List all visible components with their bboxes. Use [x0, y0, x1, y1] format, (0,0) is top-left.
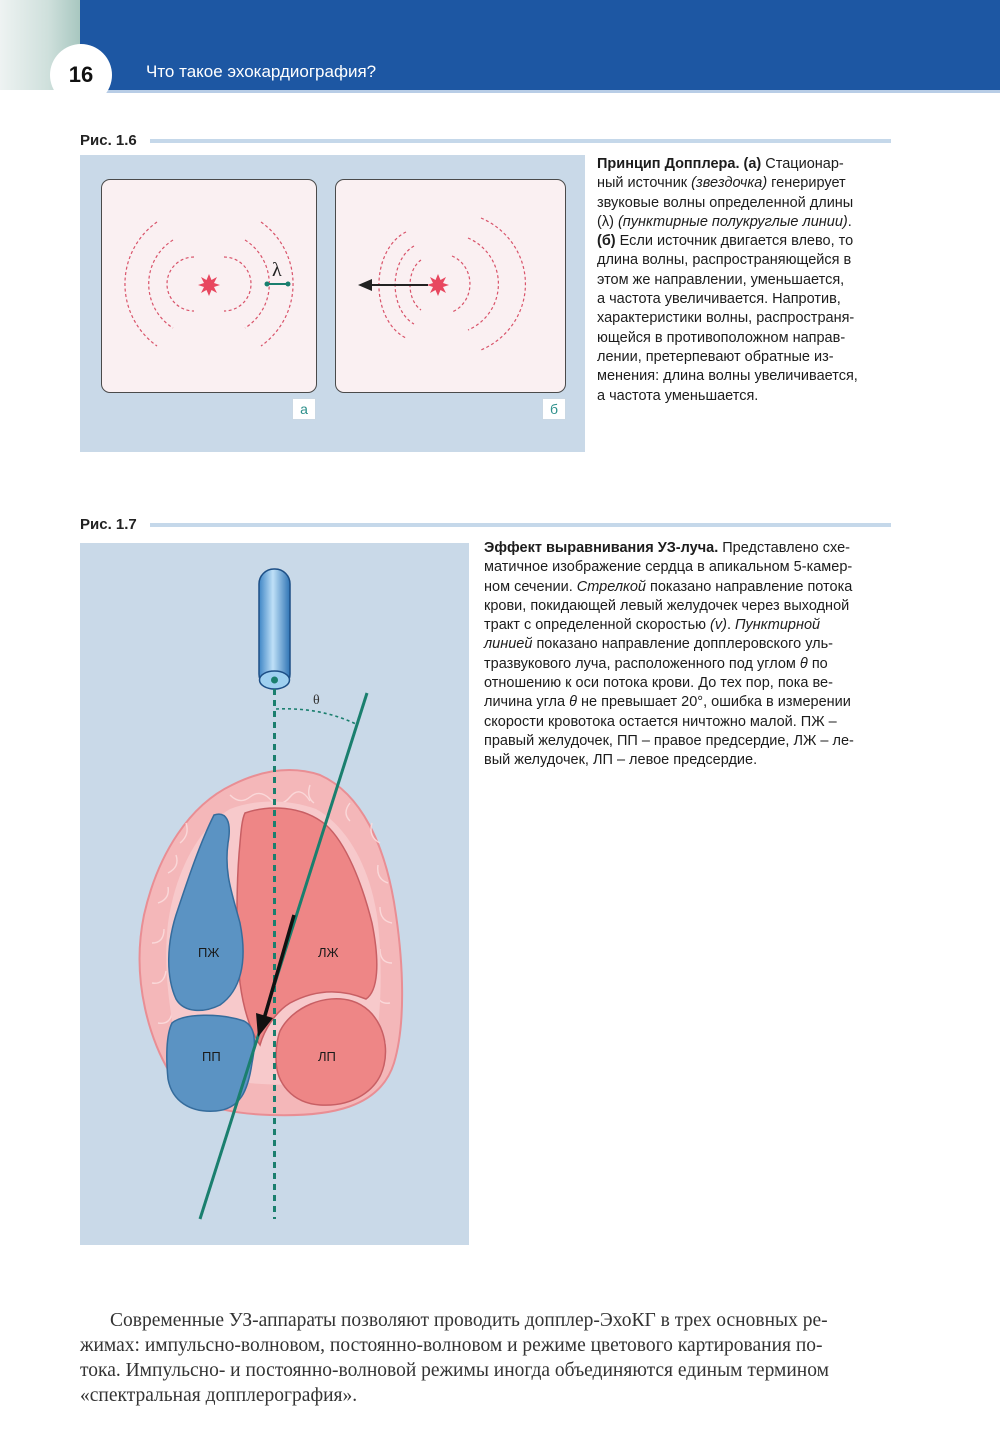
panel-a-stationary-source: λ — [101, 179, 317, 393]
figure-1-6-caption-line: (б) Если источник двигается влево, то — [597, 232, 897, 251]
body-paragraph: Современные УЗ-аппараты позволяют провод… — [80, 1308, 892, 1408]
body-text-line: тока. Импульсно- и постоянно-волновой ре… — [80, 1358, 892, 1383]
figure-1-6-caption-line: а частота увеличивается. Напротив, — [597, 290, 897, 309]
lambda-symbol: λ — [272, 259, 282, 281]
figure-1-6-caption-line: (λ) (пунктирные полукруглые линии). — [597, 213, 897, 232]
figure-1-7-caption-line: линией показано направление допплеровско… — [484, 635, 894, 654]
figure-1-7-caption-line: скорости кровотока остается ничтожно мал… — [484, 713, 894, 732]
figure-1-6-caption-line: звуковые волны определенной длины — [597, 194, 897, 213]
figure-1-7-illustration: ПЖ ЛЖ ПП ЛП θ — [80, 543, 469, 1245]
figure-1-7-rule — [150, 523, 891, 527]
star-source-icon — [427, 274, 449, 296]
figure-1-7-caption-line: вый желудочек, ЛП – левое предсердие. — [484, 751, 894, 770]
figure-1-7-caption-line: ном сечении. Стрелкой показано направлен… — [484, 578, 894, 597]
ra-label: ПП — [202, 1049, 221, 1064]
figure-1-7-caption-line: крови, покидающей левый желудочек через … — [484, 597, 894, 616]
panel-b-waves — [336, 180, 565, 392]
figure-1-6-caption: Принцип Допплера. (а) Стационар-ный исто… — [597, 155, 897, 406]
figure-1-6-caption-line: Принцип Допплера. (а) Стационар- — [597, 155, 897, 174]
lv-label: ЛЖ — [318, 945, 339, 960]
figure-1-7-caption-line: Эффект выравнивания УЗ-луча. Представлен… — [484, 539, 894, 558]
body-text-line: «спектральная допплерография». — [80, 1383, 892, 1408]
figure-1-7-label: Рис. 1.7 — [80, 516, 137, 533]
page-number: 16 — [50, 44, 112, 106]
figure-1-6-illustration: λ а б — [80, 155, 585, 452]
running-title: Что такое эхокардиография? — [146, 62, 376, 82]
panel-b-moving-source — [335, 179, 566, 393]
figure-1-6-caption-line: длина волны, распространяющейся в — [597, 251, 897, 270]
rv-label: ПЖ — [198, 945, 219, 960]
figure-1-6-caption-line: ющейся в противоположном направ- — [597, 329, 897, 348]
panel-b-label: б — [542, 398, 566, 420]
figure-1-7-caption-line: личина угла θ не превышает 20°, ошибка в… — [484, 693, 894, 712]
figure-1-6-caption-line: этом же направлении, уменьшается, — [597, 271, 897, 290]
arrow-left-icon — [358, 279, 372, 291]
figure-1-7-caption-line: тракт с определенной скоростью (v). Пунк… — [484, 616, 894, 635]
body-text-line: жимах: импульсно-волновом, постоянно-вол… — [80, 1333, 892, 1358]
panel-a-waves: λ — [102, 180, 316, 392]
theta-symbol: θ — [313, 693, 320, 708]
figure-1-7-caption-line: правый желудочек, ПП – правое предсердие… — [484, 732, 894, 751]
figure-1-6-label: Рис. 1.6 — [80, 132, 137, 149]
header-underline — [80, 90, 1000, 93]
body-text-line: Современные УЗ-аппараты позволяют провод… — [80, 1308, 892, 1333]
star-source-icon — [198, 274, 220, 296]
la-label: ЛП — [318, 1049, 336, 1064]
heart-diagram: ПЖ ЛЖ ПП ЛП θ — [80, 543, 469, 1245]
figure-1-6-caption-line: а частота уменьшается. — [597, 387, 897, 406]
figure-1-7-caption: Эффект выравнивания УЗ-луча. Представлен… — [484, 539, 894, 771]
figure-1-6-caption-line: лении, претерпевают обратные из- — [597, 348, 897, 367]
figure-1-7-caption-line: матичное изображение сердца в апикальном… — [484, 558, 894, 577]
figure-1-6-rule — [150, 139, 891, 143]
figure-1-6-caption-line: характеристики волны, распространя- — [597, 309, 897, 328]
panel-a-label: а — [292, 398, 316, 420]
ultrasound-probe-icon — [259, 569, 290, 689]
figure-1-7-caption-line: тразвукового луча, расположенного под уг… — [484, 655, 894, 674]
figure-1-6-caption-line: менения: длина волны увеличивается, — [597, 367, 897, 386]
figure-1-6-caption-line: ный источник (звездочка) генерирует — [597, 174, 897, 193]
figure-1-7-caption-line: отношению к оси потока крови. До тех пор… — [484, 674, 894, 693]
